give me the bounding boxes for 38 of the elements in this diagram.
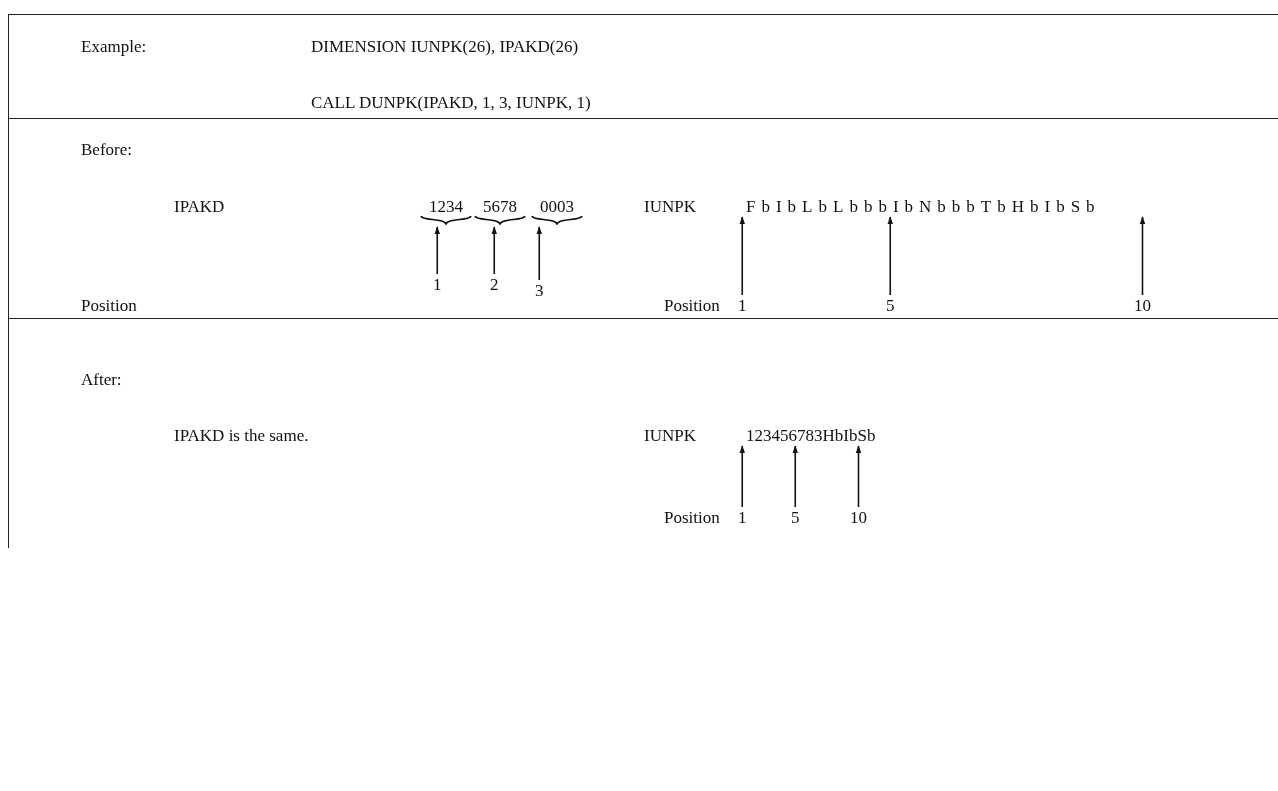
- text-label: CALL DUNPK(IPAKD, 1, 3, IUNPK, 1): [311, 94, 591, 111]
- row-heading: After:: [81, 371, 122, 388]
- text-label: DIMENSION IUNPK(26), IPAKD(26): [311, 38, 579, 55]
- position-number: 10: [1134, 297, 1151, 314]
- text-label: IUNPK: [644, 198, 696, 215]
- arrow: [434, 226, 441, 275]
- arrow: [855, 445, 862, 508]
- character-string: FbIbLbLbbbIbNbbbTbHbIbSb: [746, 198, 1101, 215]
- text-label: Position: [664, 297, 720, 314]
- arrow: [491, 226, 498, 275]
- table-row: [8, 318, 1278, 548]
- row-heading: Example:: [81, 38, 147, 55]
- arrow: [739, 445, 746, 508]
- text-label: IPAKD is the same.: [174, 427, 309, 444]
- row-heading: Before:: [81, 141, 132, 158]
- text-label: IPAKD: [174, 198, 225, 215]
- text-label: Position: [81, 297, 137, 314]
- position-number: 5: [791, 509, 800, 526]
- arrow: [739, 216, 746, 296]
- character-string: 1234: [429, 198, 463, 215]
- position-number: 1: [738, 509, 747, 526]
- position-number: 1: [433, 276, 442, 293]
- position-number: 3: [535, 282, 544, 299]
- character-string: 5678: [483, 198, 517, 215]
- position-number: 10: [850, 509, 867, 526]
- character-string: 123456783HbIbSb: [746, 427, 876, 444]
- arrow: [792, 445, 799, 508]
- arrow: [887, 216, 894, 296]
- text-label: Position: [664, 509, 720, 526]
- table-row: [8, 14, 1278, 118]
- character-string: 0003: [540, 198, 574, 215]
- arrow: [536, 226, 543, 281]
- position-number: 5: [886, 297, 895, 314]
- text-label: IUNPK: [644, 427, 696, 444]
- arrow: [1139, 216, 1146, 296]
- table-row: [8, 118, 1278, 318]
- position-number: 1: [738, 297, 747, 314]
- position-number: 2: [490, 276, 499, 293]
